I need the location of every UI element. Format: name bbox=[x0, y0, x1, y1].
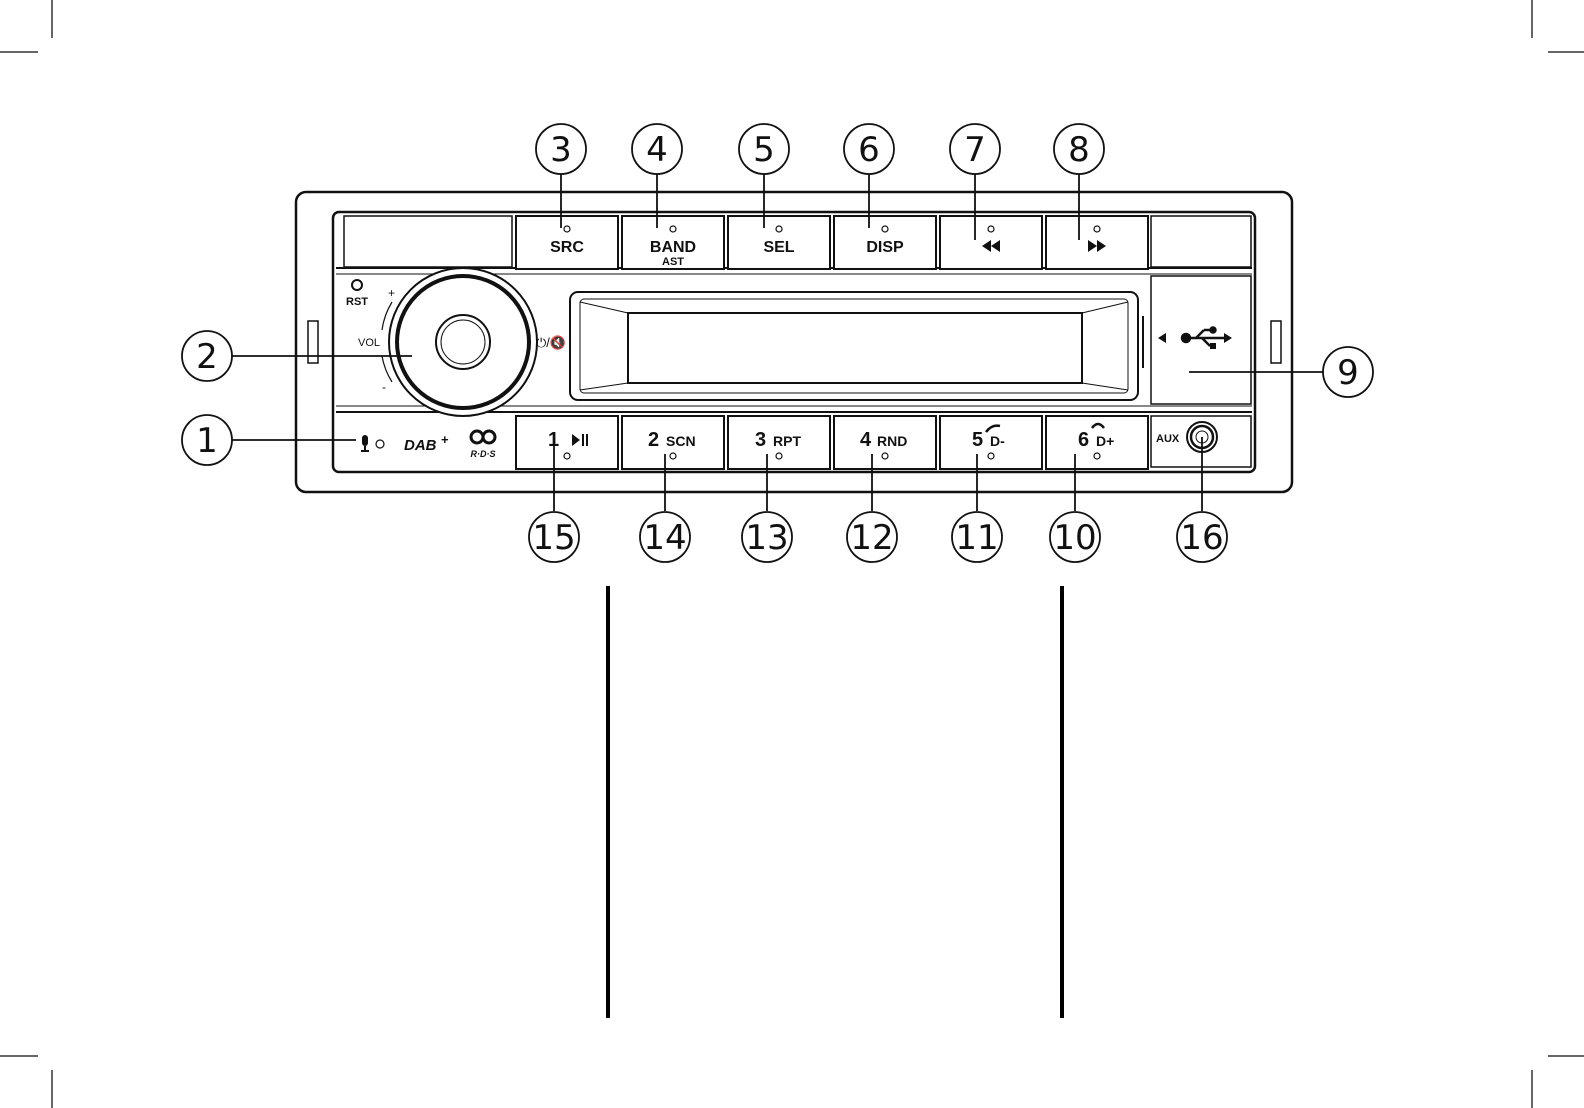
callout-15-label: 15 bbox=[532, 518, 575, 558]
preset-2-button[interactable]: 2 SCN bbox=[622, 416, 724, 469]
callout-5-label: 5 bbox=[753, 130, 775, 170]
src-button-label: SRC bbox=[550, 239, 584, 256]
preset-3-button[interactable]: 3 RPT bbox=[728, 416, 830, 469]
preset-6-number: 6 bbox=[1078, 429, 1089, 451]
callout-13-label: 13 bbox=[745, 518, 788, 558]
preset-5-number: 5 bbox=[972, 429, 983, 451]
callout-7-label: 7 bbox=[964, 130, 986, 170]
aux-label: AUX bbox=[1156, 433, 1180, 445]
preset-6-text: D+ bbox=[1096, 433, 1114, 449]
preset-4-text: RND bbox=[877, 433, 907, 449]
power-mute-label: ⏻/🔇 bbox=[536, 335, 566, 350]
callout-14-label: 14 bbox=[643, 518, 686, 558]
lcd-display bbox=[570, 292, 1143, 400]
volume-knob[interactable] bbox=[389, 268, 537, 416]
preset-3-number: 3 bbox=[755, 429, 766, 451]
callout-8-label: 8 bbox=[1068, 130, 1090, 170]
callout-1-label: 1 bbox=[196, 421, 218, 461]
rewind-button[interactable] bbox=[940, 216, 1042, 269]
band-button-label: BAND bbox=[650, 239, 696, 256]
vol-plus-label: + bbox=[388, 286, 395, 300]
callout-12-label: 12 bbox=[850, 518, 893, 558]
disp-button-label: DISP bbox=[866, 239, 904, 256]
preset-5-text: D- bbox=[990, 433, 1005, 449]
callout-10-label: 10 bbox=[1053, 518, 1096, 558]
preset-3-text: RPT bbox=[773, 433, 801, 449]
preset-6-button[interactable]: 6 D+ bbox=[1046, 416, 1148, 469]
dab-logo: DAB bbox=[404, 437, 437, 454]
fast-forward-button[interactable] bbox=[1046, 216, 1148, 269]
callout-4-label: 4 bbox=[646, 130, 668, 170]
callout-16-label: 16 bbox=[1180, 518, 1223, 558]
preset-4-number: 4 bbox=[860, 429, 872, 451]
callout-2-label: 2 bbox=[196, 337, 218, 377]
vol-label: VOL bbox=[358, 337, 380, 349]
dab-plus-label: + bbox=[441, 432, 449, 447]
vol-minus-label: - bbox=[382, 380, 386, 394]
sel-button[interactable]: SEL bbox=[728, 216, 830, 269]
preset-2-text: SCN bbox=[666, 433, 696, 449]
column-divider-right bbox=[1060, 586, 1064, 1018]
src-button[interactable]: SRC bbox=[516, 216, 618, 269]
preset-1-button[interactable]: 1 bbox=[516, 416, 618, 469]
sel-button-label: SEL bbox=[763, 239, 794, 256]
callout-6-label: 6 bbox=[858, 130, 880, 170]
callout-3-label: 3 bbox=[550, 130, 572, 170]
column-divider-left bbox=[606, 586, 610, 1018]
preset-5-button[interactable]: 5 D- bbox=[940, 416, 1042, 469]
callout-9-label: 9 bbox=[1337, 353, 1359, 393]
band-button-sublabel: AST bbox=[662, 256, 684, 268]
rst-label: RST bbox=[346, 296, 368, 308]
rds-label: R·D·S bbox=[471, 449, 496, 459]
disp-button[interactable]: DISP bbox=[834, 216, 936, 269]
band-button[interactable]: BAND AST bbox=[622, 216, 724, 269]
preset-4-button[interactable]: 4 RND bbox=[834, 416, 936, 469]
callout-11-label: 11 bbox=[955, 518, 998, 558]
preset-2-number: 2 bbox=[648, 429, 659, 451]
